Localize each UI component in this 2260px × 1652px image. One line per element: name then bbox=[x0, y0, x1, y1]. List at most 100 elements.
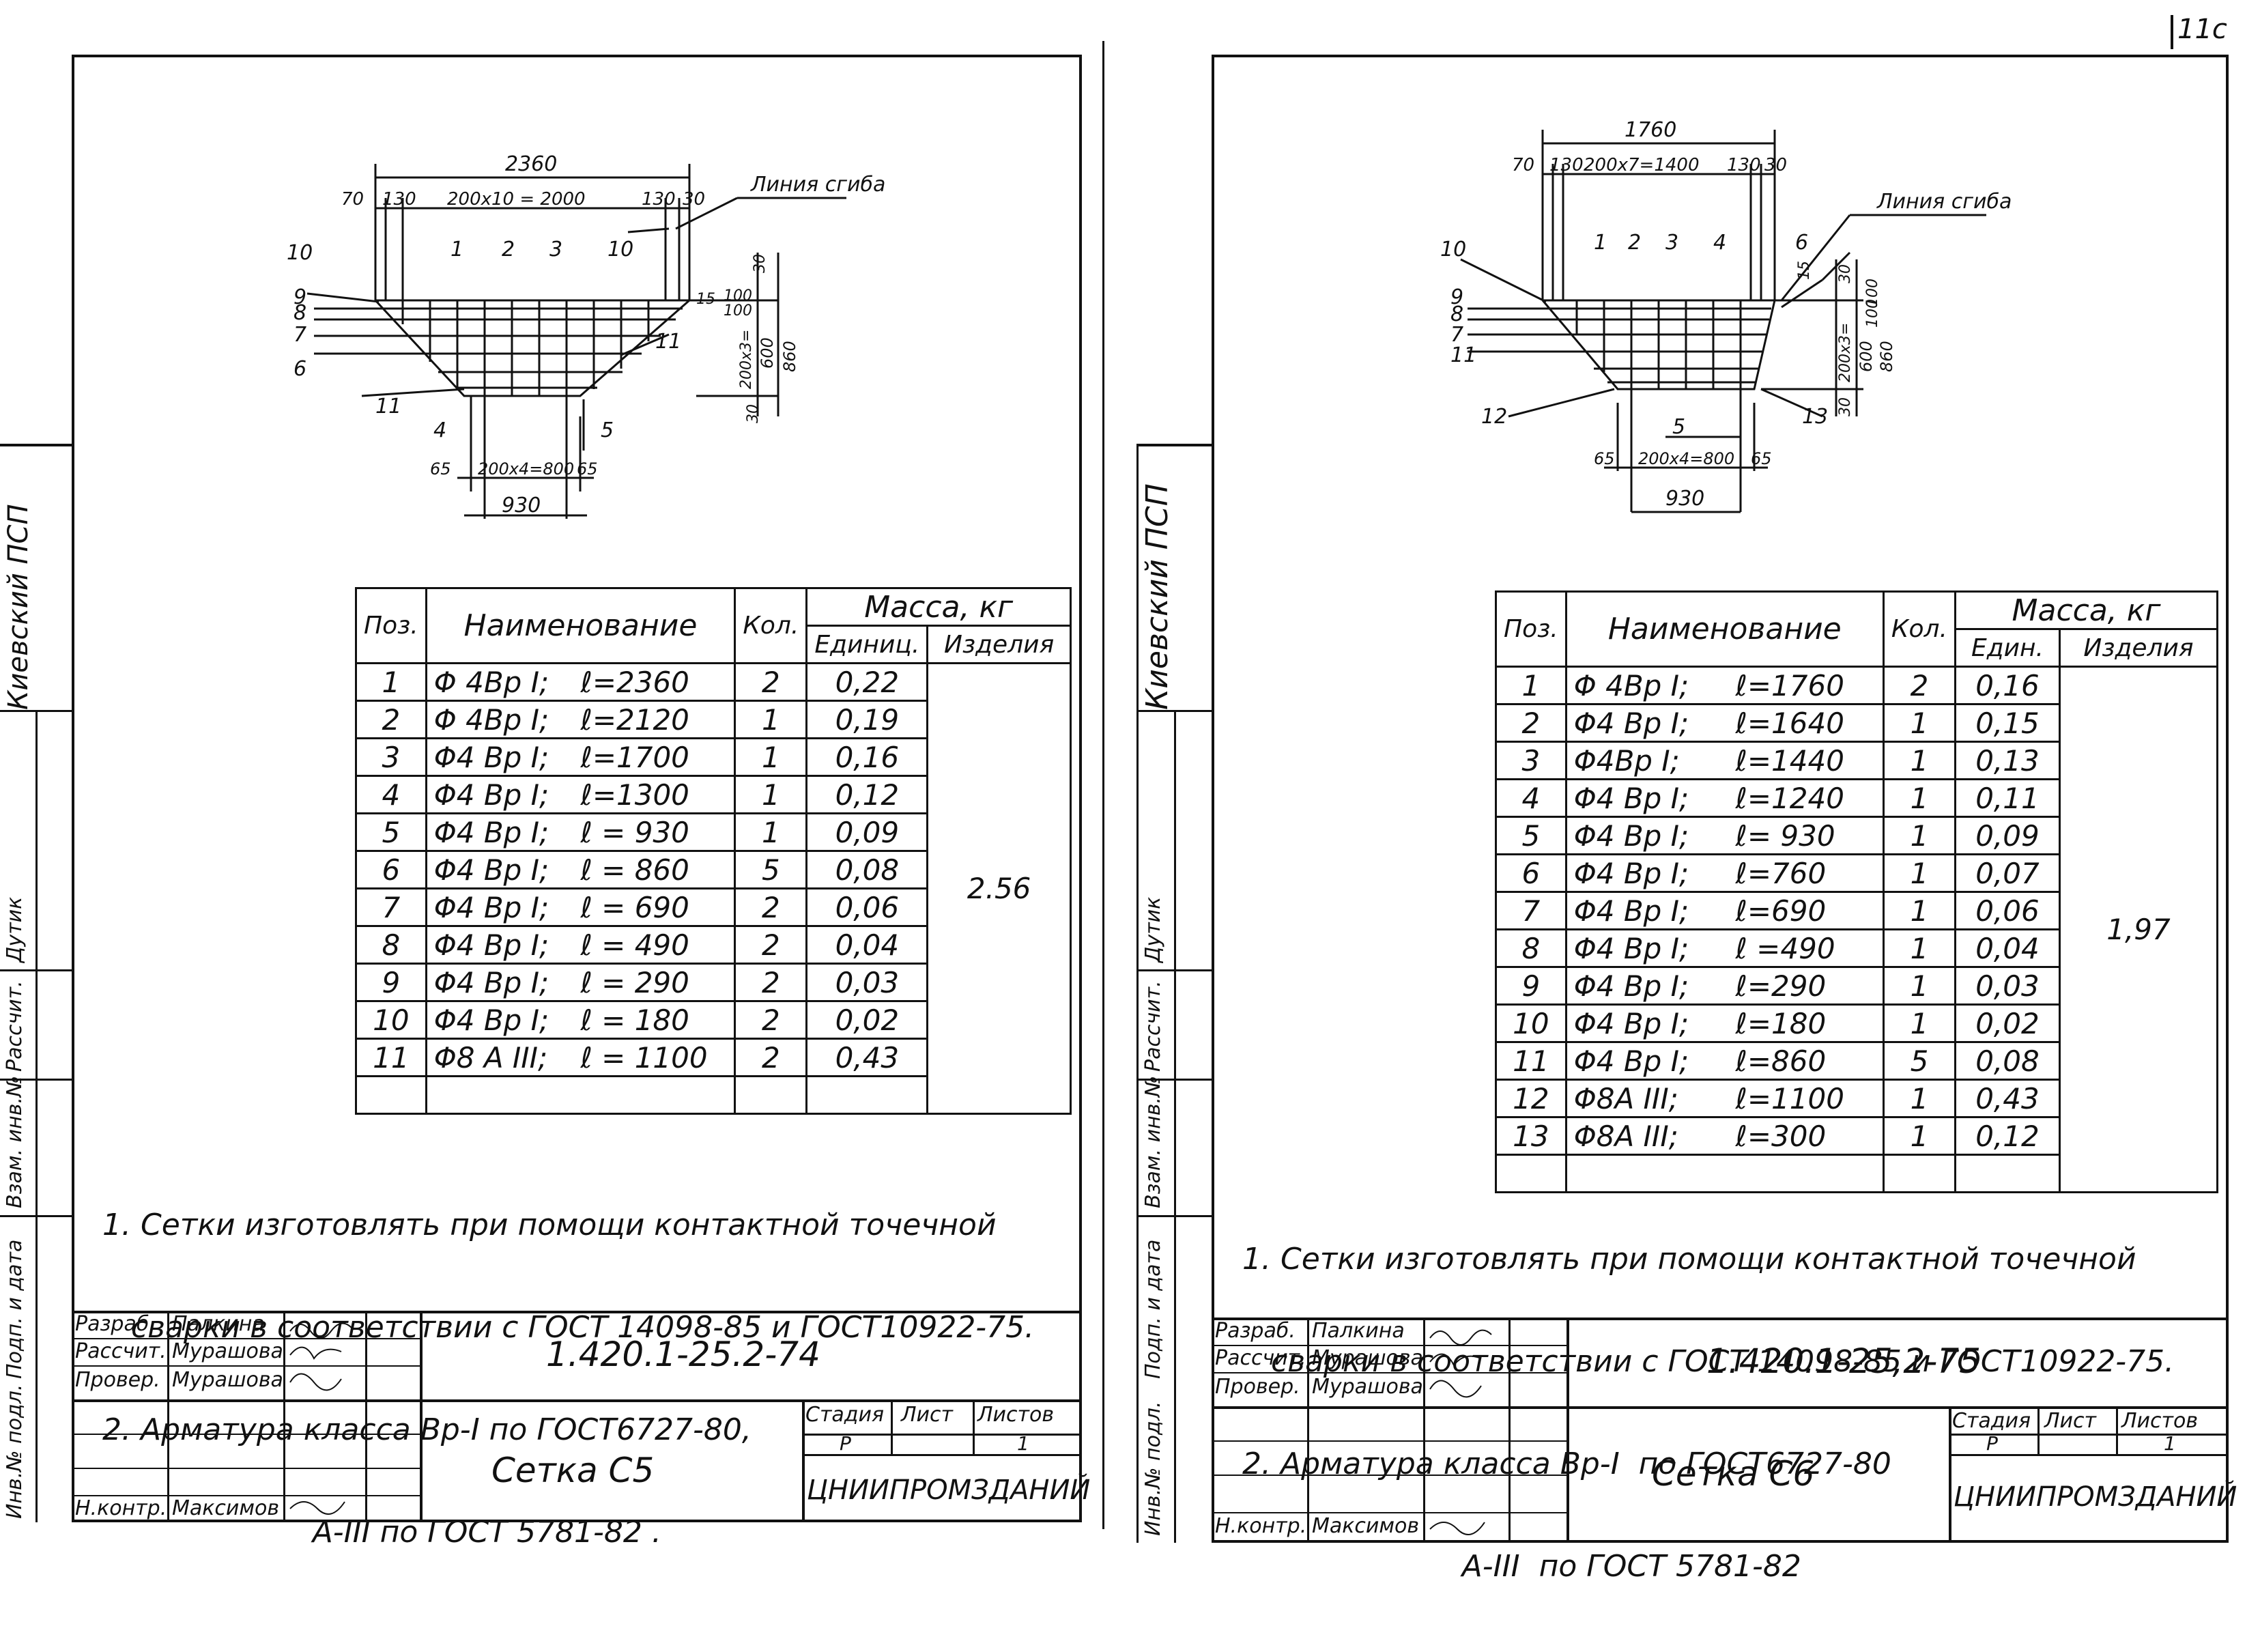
cell-length: ℓ=300 bbox=[1728, 1116, 1885, 1156]
cell-length: ℓ=290 bbox=[1728, 966, 1885, 1006]
cell-qty: 2 bbox=[734, 887, 808, 927]
dim-total-width: 2360 bbox=[505, 152, 557, 176]
pos-label: 3 bbox=[1665, 231, 1678, 255]
binding-strip-line bbox=[0, 1215, 72, 1217]
empty-cell bbox=[1728, 1154, 1885, 1193]
cell-total-mass: 2.56 bbox=[926, 662, 1072, 1115]
cell-pos: 7 bbox=[1495, 891, 1567, 930]
cell-name: Φ 4Вр I; bbox=[425, 662, 574, 702]
cell-length: ℓ =490 bbox=[1728, 928, 1885, 968]
cell-unit-mass: 0,22 bbox=[805, 662, 929, 702]
cell-pos: 2 bbox=[355, 700, 427, 739]
pos-label: 10 bbox=[1440, 238, 1466, 261]
cell-name: Φ4Вр I; bbox=[1564, 741, 1729, 780]
dim-seg-4: 130 bbox=[1727, 155, 1761, 175]
cell-qty: 1 bbox=[1882, 853, 1956, 893]
empty-cell bbox=[1495, 1154, 1567, 1193]
cell-pos: 8 bbox=[355, 925, 427, 965]
cell-unit-mass: 0,06 bbox=[1954, 891, 2061, 930]
cell-length: ℓ=860 bbox=[1728, 1041, 1885, 1081]
pos-label: 6 bbox=[294, 357, 306, 381]
col-name: Наименование bbox=[1564, 590, 1885, 668]
sheet-header: Лист bbox=[901, 1403, 954, 1427]
sheets-value: 1 bbox=[1017, 1432, 1029, 1455]
col-qty: Кол. bbox=[734, 587, 808, 664]
role-checker: Провер. bbox=[75, 1368, 160, 1392]
dim-right: 100 bbox=[724, 287, 752, 304]
title-block-c6 bbox=[1212, 1318, 2229, 1543]
role-developer: Разраб. bbox=[1215, 1319, 1296, 1343]
cell-unit-mass: 0,09 bbox=[805, 812, 929, 852]
side-label-calc: Рассчит. bbox=[1141, 980, 1165, 1072]
dim-right: 30 bbox=[1837, 264, 1854, 283]
cell-unit-mass: 0,13 bbox=[1954, 741, 2061, 780]
dim-bottom-seg: 65 bbox=[1751, 449, 1772, 468]
dim-right: 860 bbox=[780, 341, 799, 372]
bend-line-label: Линия сгиба bbox=[750, 173, 885, 197]
dim-right: 30 bbox=[745, 404, 762, 423]
cell-pos: 4 bbox=[1495, 778, 1567, 818]
cell-length: ℓ=1640 bbox=[1728, 703, 1885, 743]
name-checker: Мурашова bbox=[172, 1368, 283, 1392]
empty-cell bbox=[355, 1075, 427, 1115]
dim-right: 30 bbox=[752, 254, 769, 273]
cell-length: ℓ = 1100 bbox=[573, 1038, 736, 1077]
pos-label: 3 bbox=[549, 238, 562, 261]
cell-pos: 2 bbox=[1495, 703, 1567, 743]
dim-bottom-seg: 65 bbox=[430, 459, 451, 479]
cell-length: ℓ=690 bbox=[1728, 891, 1885, 930]
dim-bottom-seg: 200x4=800 bbox=[1638, 449, 1734, 468]
cell-name: Φ4 Вр I; bbox=[425, 775, 574, 814]
cell-pos: 10 bbox=[1495, 1003, 1567, 1043]
cell-name: Φ4 Вр I; bbox=[425, 1000, 574, 1040]
pos-label: 2 bbox=[1628, 231, 1641, 255]
pos-label: 11 bbox=[1450, 343, 1476, 367]
side-label-name: Дутик bbox=[1141, 896, 1165, 963]
sheets-header: Листов bbox=[977, 1403, 1055, 1427]
cell-pos: 6 bbox=[1495, 853, 1567, 893]
dim-bottom-width: 930 bbox=[1665, 487, 1704, 511]
pos-label: 11 bbox=[655, 330, 681, 354]
cell-length: ℓ = 490 bbox=[573, 925, 736, 965]
cell-qty: 2 bbox=[734, 662, 808, 702]
cell-unit-mass: 0,02 bbox=[1954, 1003, 2061, 1043]
col-unit-mass: Един. bbox=[1954, 628, 2061, 668]
dim-seg-4: 130 bbox=[642, 189, 676, 210]
cell-unit-mass: 0,12 bbox=[805, 775, 929, 814]
col-item-mass: Изделия bbox=[926, 625, 1072, 664]
empty-cell bbox=[573, 1075, 736, 1115]
note-line: 1. Сетки изготовлять при помощи контактн… bbox=[102, 1208, 997, 1242]
sheet-title: Сетка С5 bbox=[491, 1451, 655, 1490]
name-developer: Палкина bbox=[1312, 1319, 1405, 1343]
cell-qty: 1 bbox=[734, 775, 808, 814]
cell-unit-mass: 0,08 bbox=[1954, 1041, 2061, 1081]
cell-unit-mass: 0,04 bbox=[1954, 928, 2061, 968]
cell-pos: 3 bbox=[355, 737, 427, 777]
role-developer: Разраб. bbox=[75, 1312, 156, 1336]
cell-pos: 12 bbox=[1495, 1079, 1567, 1118]
cell-qty: 2 bbox=[1882, 666, 1956, 705]
pos-label: 1 bbox=[1594, 231, 1607, 255]
role-norm: Н.контр. bbox=[75, 1496, 167, 1520]
cell-unit-mass: 0,07 bbox=[1954, 853, 2061, 893]
cell-name: Φ4 Вр I; bbox=[1564, 816, 1729, 855]
col-qty: Кол. bbox=[1882, 590, 1956, 668]
binding-strip-line bbox=[0, 969, 72, 971]
cell-length: ℓ=180 bbox=[1728, 1003, 1885, 1043]
pos-label: 10 bbox=[287, 241, 313, 265]
cell-qty: 5 bbox=[734, 850, 808, 889]
table-row-empty bbox=[355, 1075, 1071, 1115]
name-calc: Мурашова bbox=[172, 1339, 283, 1363]
dim-bottom-width: 930 bbox=[502, 494, 541, 517]
cell-unit-mass: 0,15 bbox=[1954, 703, 2061, 743]
cell-length: ℓ = 860 bbox=[573, 850, 736, 889]
